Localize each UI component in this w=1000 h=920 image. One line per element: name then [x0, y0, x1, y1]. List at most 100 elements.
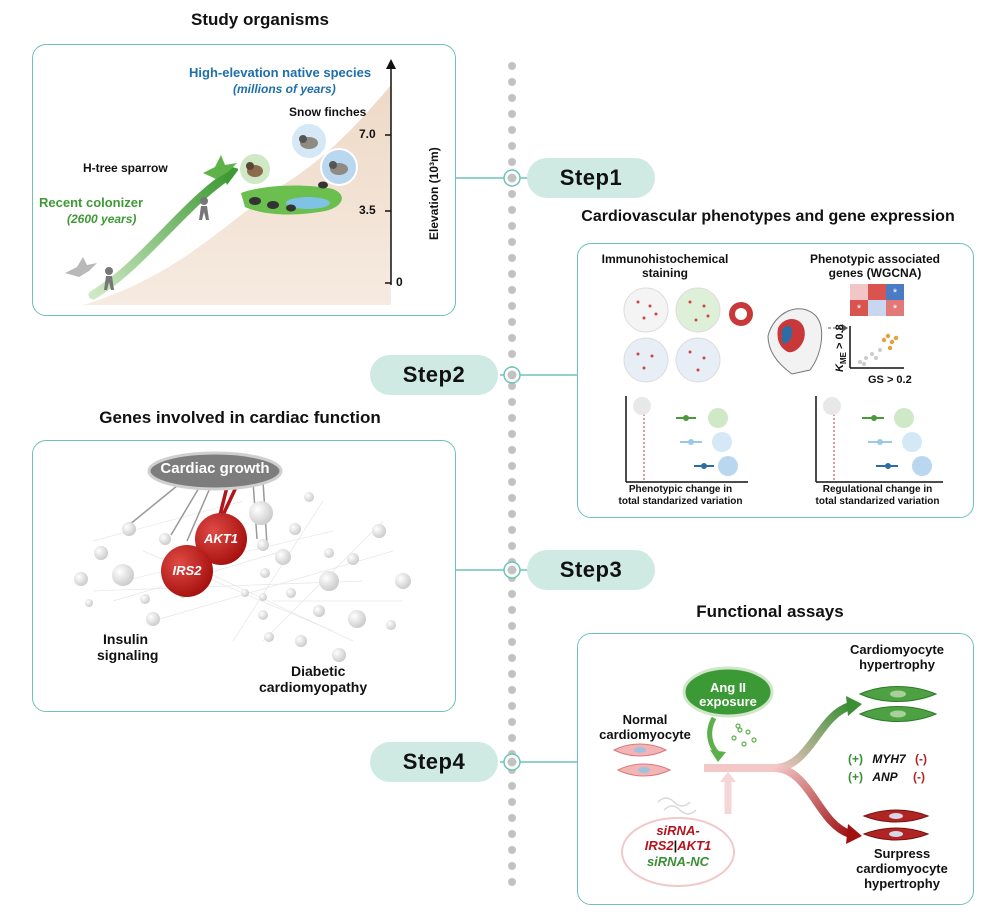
hypertrophy-label-1: Cardiomyocyte [850, 642, 944, 657]
timeline-dot [508, 862, 516, 870]
genes-panel: Cardiac growth AKT1 IRS2 Insulin signali… [32, 440, 456, 712]
htree-sparrow-label: H-tree sparrow [83, 161, 168, 175]
ang-ii-label-2: exposure [699, 694, 757, 709]
step4-pill: Step4 [370, 742, 498, 782]
timeline-dot [508, 78, 516, 86]
timeline-dot [508, 222, 516, 230]
timeline-dot [508, 238, 516, 246]
anp-row: (+) ANP (-) [848, 770, 926, 784]
functional-panel: Ang II exposure Normal cardiomyocyte Car… [577, 633, 974, 905]
phenotypic-caption-2: total standarized variation [618, 496, 743, 507]
tick-label-7: 7.0 [359, 127, 376, 141]
diabetic-label-1: Diabetic [291, 663, 346, 679]
elevation-axis-label: Elevation (10³m) [427, 147, 441, 240]
hypertrophy-label-2: hypertrophy [859, 657, 935, 672]
immuno-title-2: staining [641, 266, 688, 280]
tick-label-0: 0 [396, 275, 403, 289]
timeline-dot [508, 62, 516, 70]
timeline-dot [508, 462, 516, 470]
step1-pill: Step1 [527, 158, 655, 198]
normal-label-2: cardiomyocyte [599, 727, 691, 742]
high-elevation-time: (millions of years) [233, 82, 336, 96]
elevation-illustration [65, 59, 396, 305]
immuno-title-1: Immunohistochemical [601, 252, 729, 266]
step3-pill: Step3 [527, 550, 655, 590]
tissue-circles [623, 287, 721, 383]
timeline-dot [508, 830, 516, 838]
assay-illustration [612, 666, 938, 887]
wgcna-title-2: genes (WGCNA) [828, 266, 922, 280]
timeline-dot [508, 798, 516, 806]
normal-label-1: Normal [622, 712, 668, 727]
timeline-dot [508, 334, 516, 342]
timeline-dot [508, 126, 516, 134]
svg-text:*: * [893, 287, 898, 299]
timeline-dot [508, 110, 516, 118]
module-heatmap: * * * [850, 284, 904, 316]
recent-colonizer-label: Recent colonizer [39, 195, 144, 210]
timeline-dot [508, 302, 516, 310]
timeline-dot [508, 398, 516, 406]
high-elevation-label: High-elevation native species [189, 65, 372, 80]
timeline-dot [508, 542, 516, 550]
timeline-dot [508, 478, 516, 486]
phenotypic-effect-plot [625, 396, 748, 483]
timeline-dot [508, 510, 516, 518]
timeline-dot [508, 286, 516, 294]
functional-assays-title: Functional assays [696, 602, 844, 621]
timeline-dot [508, 206, 516, 214]
dotted-timeline [508, 62, 516, 894]
insulin-label-2: signaling [97, 647, 159, 663]
timeline-dot [508, 606, 516, 614]
irs2-node: IRS2 [172, 563, 202, 578]
surpress-label-1: Surpress [873, 846, 931, 861]
timeline-dot [508, 254, 516, 262]
timeline-dot [508, 446, 516, 454]
timeline-dot [508, 190, 516, 198]
genes-title: Genes involved in cardiac function [99, 408, 381, 427]
timeline-dot [508, 734, 516, 742]
svg-text:*: * [893, 303, 898, 315]
gs-axis-label: GS > 0.2 [868, 374, 912, 386]
study-organisms-title: Study organisms [191, 10, 329, 29]
gene-network [74, 451, 411, 662]
wgcna-title-1: Phenotypic associated [809, 252, 941, 266]
timeline-dot [508, 350, 516, 358]
timeline-dot [508, 814, 516, 822]
timeline-dot [508, 718, 516, 726]
regulational-effect-plot [815, 396, 943, 483]
timeline-dot [508, 782, 516, 790]
cardio-title: Cardiovascular phenotypes and gene expre… [581, 208, 955, 225]
cardio-illustration: * * * [623, 284, 943, 483]
timeline-dot [508, 430, 516, 438]
timeline-dot [508, 414, 516, 422]
sirna-label-2: IRS2|AKT1 [644, 838, 712, 853]
svg-text:*: * [857, 303, 862, 315]
timeline-dot [508, 382, 516, 390]
timeline-dot [508, 526, 516, 534]
timeline-dot [508, 702, 516, 710]
timeline-dot [508, 638, 516, 646]
timeline-dot [508, 590, 516, 598]
timeline-dot [508, 142, 516, 150]
diabetic-label-2: cardiomyopathy [259, 679, 368, 695]
timeline-dot [508, 318, 516, 326]
recent-colonizer-time: (2600 years) [67, 212, 137, 226]
surpress-label-2: cardiomyocyte [856, 861, 948, 876]
cardio-panel: Immunohistochemical staining Phenotypic … [577, 243, 974, 518]
timeline-dot [508, 686, 516, 694]
timeline-dot [508, 622, 516, 630]
regulational-caption-1: Regulational change in [822, 484, 933, 495]
timeline-dot [508, 654, 516, 662]
timeline-dot [508, 878, 516, 886]
study-organisms-panel: High-elevation native species (millions … [32, 44, 456, 316]
regulational-caption-2: total standarized variation [815, 496, 940, 507]
cardiac-growth-hub: Cardiac growth [160, 460, 270, 477]
sirna-nc-label: siRNA-NC [646, 854, 710, 869]
sirna-label-1: siRNA- [656, 823, 700, 838]
tick-label-3-5: 3.5 [359, 203, 376, 217]
kme-axis-label: KME > 0.8 [834, 324, 849, 372]
snow-finches-label: Snow finches [289, 105, 367, 119]
timeline-dot [508, 94, 516, 102]
timeline-dot [508, 158, 516, 166]
